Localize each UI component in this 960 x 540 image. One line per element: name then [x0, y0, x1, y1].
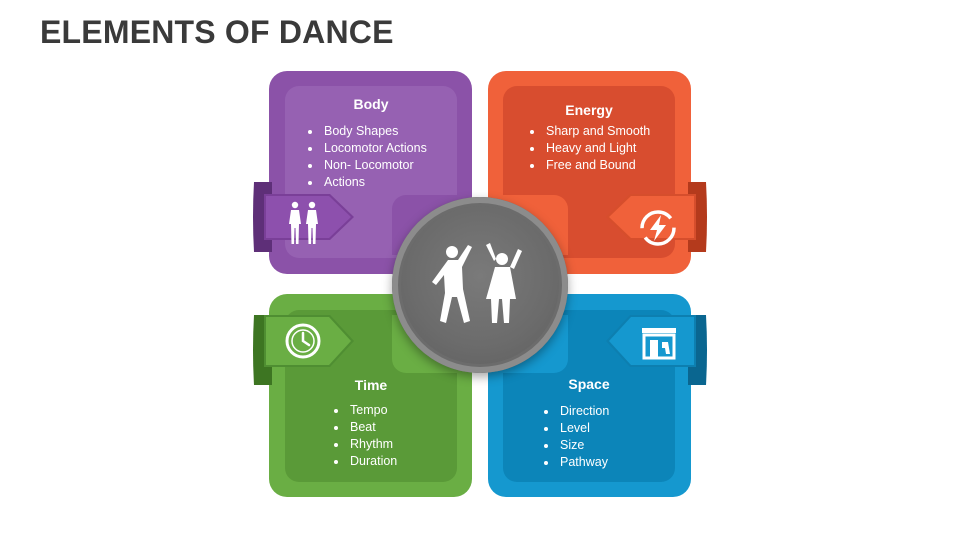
time-ribbon: [253, 315, 354, 385]
energy-heading: Energy: [565, 102, 613, 118]
list-item: Duration: [348, 453, 397, 470]
body-inner-panel: Body Body Shapes Locomotor Actions Non- …: [285, 86, 457, 258]
energy-bolt-icon: [640, 210, 676, 246]
list-item: Body Shapes: [322, 123, 427, 140]
body-heading: Body: [353, 96, 389, 112]
list-item: Level: [558, 420, 609, 437]
list-item: Beat: [348, 419, 397, 436]
list-item: Direction: [558, 403, 609, 420]
list-item: Rhythm: [348, 436, 397, 453]
dancers-icon: [432, 243, 522, 323]
energy-list: Sharp and Smooth Heavy and Light Free an…: [526, 123, 650, 174]
center-circle: [392, 197, 568, 373]
list-item: Pathway: [558, 454, 609, 471]
time-heading: Time: [354, 377, 388, 393]
time-list: Tempo Beat Rhythm Duration: [330, 402, 397, 470]
people-icon: [289, 201, 318, 244]
clock-icon: [285, 323, 321, 359]
list-item: Non- Locomotor: [322, 157, 427, 174]
energy-ribbon: [606, 182, 707, 252]
list-item: Sharp and Smooth: [544, 123, 650, 140]
room-space-icon: [642, 328, 676, 360]
list-item: Locomotor Actions: [322, 140, 427, 157]
list-item: Tempo: [348, 402, 397, 419]
list-item: Actions: [322, 174, 427, 191]
space-heading: Space: [568, 376, 610, 392]
list-item: Size: [558, 437, 609, 454]
list-item: Heavy and Light: [544, 140, 650, 157]
page-title: ELEMENTS OF DANCE: [40, 14, 394, 50]
list-item: Free and Bound: [544, 157, 650, 174]
space-list: Direction Level Size Pathway: [540, 403, 609, 471]
body-list: Body Shapes Locomotor Actions Non- Locom…: [304, 123, 427, 191]
